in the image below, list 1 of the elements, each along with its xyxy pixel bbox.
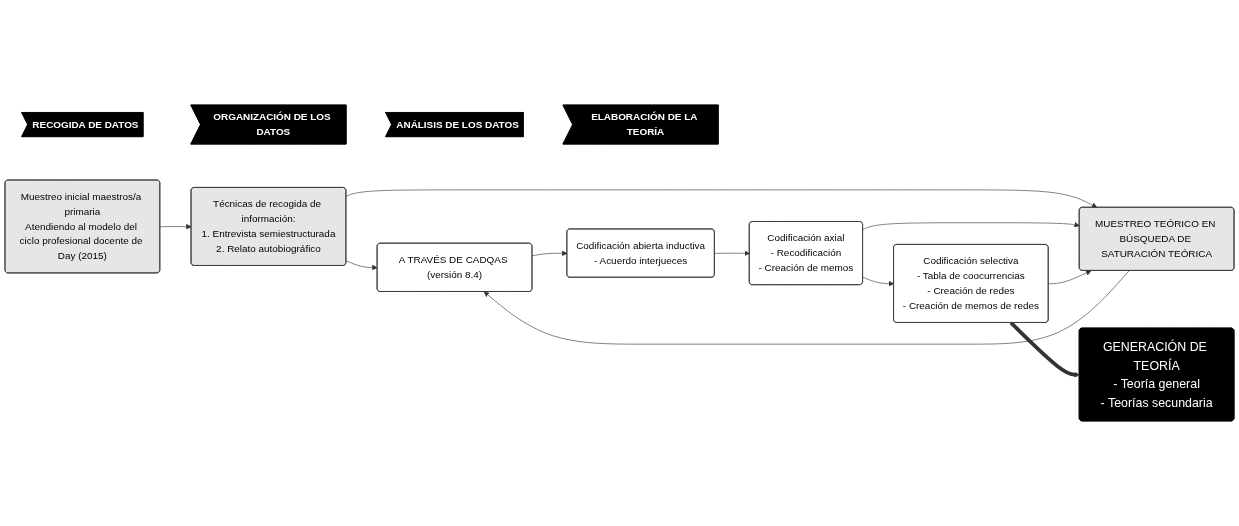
arrow	[1009, 321, 1080, 378]
